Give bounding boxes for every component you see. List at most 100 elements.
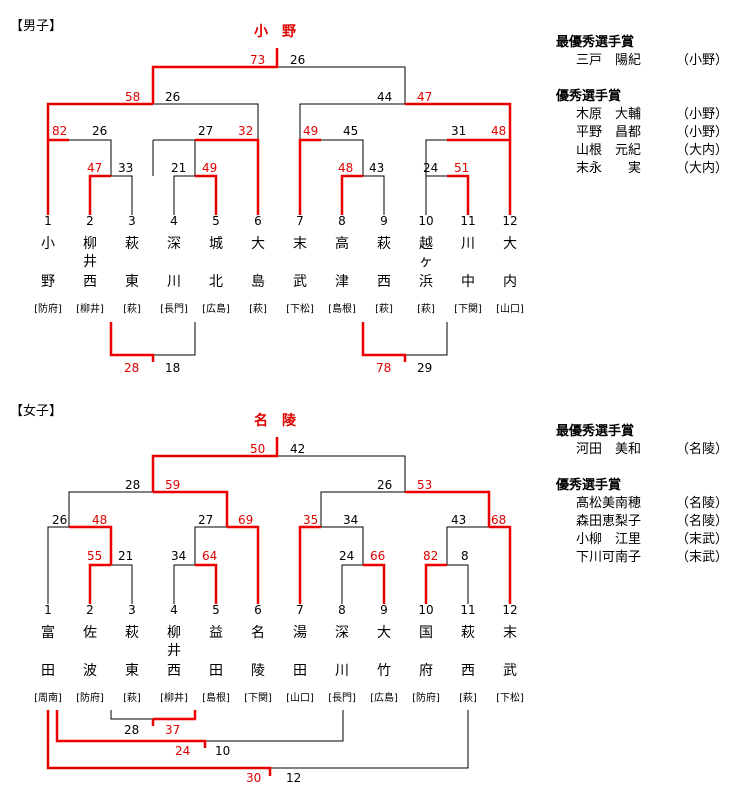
girls-cons2-win-score: 24 xyxy=(175,744,191,758)
boys-semi1-loser-line xyxy=(153,103,259,140)
boys-q2-win-score: 32 xyxy=(238,124,254,138)
girls-r1d-lose-score: 8 xyxy=(461,549,469,563)
girls-team-name-bottom: 西 xyxy=(461,663,475,679)
boys-team-name-bottom: 川 xyxy=(167,274,181,290)
boys-team-number: 3 xyxy=(128,214,136,228)
boys-excellent-name: 山根 元紀 xyxy=(576,143,642,158)
boys-team-prefecture: [萩] xyxy=(375,304,393,315)
girls-excellent-school: （名陵） xyxy=(676,496,729,511)
girls-q4-loser-line xyxy=(446,526,489,565)
boys-q1-lose-score: 26 xyxy=(92,124,108,138)
girls-team-name-top: 萩 xyxy=(125,625,139,641)
boys-team-name-bottom: 内 xyxy=(503,274,517,290)
girls-team-number: 2 xyxy=(86,603,94,617)
girls-r1b-win-score: 64 xyxy=(202,549,218,563)
boys-r1d-winner-line xyxy=(447,174,470,215)
boys-team-name-top: 高 xyxy=(335,236,349,252)
boys-q4-win-score: 48 xyxy=(491,124,507,138)
boys-team-name-top: 柳 xyxy=(83,236,97,252)
girls-q4-winner-line xyxy=(489,525,512,604)
boys-3rd1-win-score: 28 xyxy=(124,361,140,375)
boys-team-number: 6 xyxy=(254,214,262,228)
girls-champion: 名 陵 xyxy=(254,413,296,429)
girls-team-name-top: 富 xyxy=(41,625,55,641)
girls-q2-lose-score: 27 xyxy=(198,513,214,527)
girls-team-name-top: 湯 xyxy=(293,625,307,641)
girls-r1d-loser-line xyxy=(447,564,469,604)
girls-excellent-school: （末武） xyxy=(676,550,729,565)
girls-team-prefecture: [長門] xyxy=(328,693,356,704)
girls-team-name-bottom: 波 xyxy=(83,663,97,679)
boys-team-name-bottom: 島 xyxy=(251,274,265,290)
girls-team-name-top: 萩 xyxy=(461,625,475,641)
girls-excellent-title: 優秀選手賞 xyxy=(556,478,622,493)
boys-team-number: 11 xyxy=(460,214,476,228)
boys-team-name-bottom: 野 xyxy=(41,274,55,290)
girls-team-name-top: 益 xyxy=(209,625,223,641)
boys-r1b-winner-line xyxy=(195,174,218,215)
boys-q4-loser-line xyxy=(425,139,447,176)
boys-r1c-win-score: 48 xyxy=(338,161,354,175)
girls-semi2-winner-line xyxy=(405,490,491,527)
girls-team-name-bottom: 府 xyxy=(419,663,433,679)
girls-team-name-top: 佐 xyxy=(83,625,97,641)
girls-q3-win-score: 35 xyxy=(303,513,319,527)
boys-q3-win-score: 49 xyxy=(303,124,319,138)
boys-third2-loser-line xyxy=(405,322,448,356)
boys-third2-winner-line xyxy=(361,322,407,362)
girls-team-name-bottom: 川 xyxy=(335,663,349,679)
girls-mvp-school: （名陵） xyxy=(676,442,729,457)
boys-q3-lose-score: 45 xyxy=(343,124,359,138)
girls-r1b-loser-line xyxy=(173,564,195,604)
boys-q1-winner-line xyxy=(46,138,69,215)
boys-team-prefecture: [萩] xyxy=(417,304,435,315)
girls-team-prefecture: [萩] xyxy=(123,693,141,704)
boys-semi1-lose-score: 26 xyxy=(165,90,181,104)
boys-r1b-win-score: 49 xyxy=(202,161,218,175)
boys-r1d-loser-line xyxy=(425,175,447,215)
girls-team-name-top: 深 xyxy=(335,625,349,641)
boys-q3-winner-line xyxy=(298,138,321,215)
girls-team-number: 3 xyxy=(128,603,136,617)
girls-semi1-winner-line xyxy=(153,490,229,527)
boys-team-number: 7 xyxy=(296,214,304,228)
boys-r1d-win-score: 51 xyxy=(454,161,470,175)
girls-team-name-bottom: 東 xyxy=(125,663,139,679)
girls-q3-loser-line xyxy=(321,526,364,565)
girls-r1c-winner-line xyxy=(363,563,386,604)
boys-team-number: 9 xyxy=(380,214,388,228)
boys-team-number: 8 xyxy=(338,214,346,228)
boys-r1d-lose-score: 24 xyxy=(423,161,439,175)
girls-team-name-top: 名 xyxy=(251,625,265,641)
boys-team-name-mid: ヶ xyxy=(419,254,433,270)
girls-team-name-bottom: 竹 xyxy=(377,663,391,679)
boys-final-win-score: 73 xyxy=(250,53,266,67)
boys-mvp-title: 最優秀選手賞 xyxy=(556,35,635,50)
boys-q4-winner-line xyxy=(447,138,512,215)
girls-team-number: 5 xyxy=(212,603,220,617)
girls-cons3-win-score: 30 xyxy=(246,771,262,785)
girls-team-number: 7 xyxy=(296,603,304,617)
girls-q3-winner-line xyxy=(298,525,321,604)
girls-cons1-lose-score: 28 xyxy=(124,723,140,737)
boys-excellent-name: 平野 昌都 xyxy=(576,125,642,140)
boys-q1-loser-line xyxy=(69,139,112,176)
boys-final-lose-score: 26 xyxy=(290,53,306,67)
girls-team-name-bottom: 田 xyxy=(41,663,55,679)
girls-excellent-name: 髙松美南穂 xyxy=(576,496,642,511)
boys-third1-winner-line xyxy=(109,322,155,362)
boys-q3-loser-line xyxy=(321,139,364,176)
boys-team-name-bottom: 東 xyxy=(125,274,139,290)
girls-team-number: 6 xyxy=(254,603,262,617)
girls-r1c-lose-score: 24 xyxy=(339,549,355,563)
girls-team-number: 8 xyxy=(338,603,346,617)
boys-excellent-school: （小野） xyxy=(676,125,729,140)
boys-mvp-name: 三戸 陽紀 xyxy=(576,53,642,68)
boys-team-name-mid: 井 xyxy=(83,254,97,270)
girls-cons1-win-score: 37 xyxy=(165,723,181,737)
girls-team-number: 1 xyxy=(44,603,52,617)
boys-excellent-school: （大内） xyxy=(676,143,729,158)
boys-3rd2-win-score: 78 xyxy=(376,361,392,375)
boys-semi2-lose-score: 44 xyxy=(377,90,393,104)
boys-r1a-lose-score: 33 xyxy=(118,161,134,175)
